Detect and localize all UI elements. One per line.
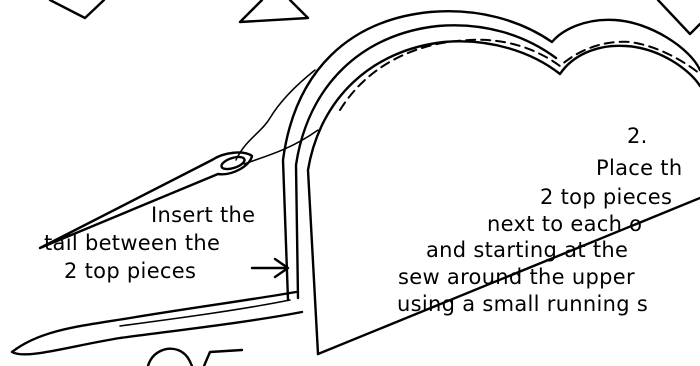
step-line-6: using a small running s xyxy=(397,292,648,316)
callout-line-3: 2 top pieces xyxy=(64,259,196,283)
step-line-1: Place th xyxy=(596,156,682,180)
top-triangle-shape xyxy=(240,0,308,22)
step-line-5: sew around the upper xyxy=(398,265,635,289)
thread-line xyxy=(236,70,315,160)
tail-outline xyxy=(12,292,302,354)
step-line-2: 2 top pieces xyxy=(540,185,672,209)
bottom-left-shape-2 xyxy=(204,350,242,366)
callout-line-2: tail between the xyxy=(44,231,220,255)
tail-inner-line xyxy=(120,300,290,326)
step-line-4: and starting at the xyxy=(426,238,628,262)
callout-line-1: Insert the xyxy=(151,203,255,227)
step-line-3: next to each o xyxy=(487,212,642,236)
top-right-shape xyxy=(658,0,700,34)
bottom-left-shape xyxy=(148,349,192,366)
top-left-shape xyxy=(50,0,104,18)
step-number: 2. xyxy=(627,124,648,148)
